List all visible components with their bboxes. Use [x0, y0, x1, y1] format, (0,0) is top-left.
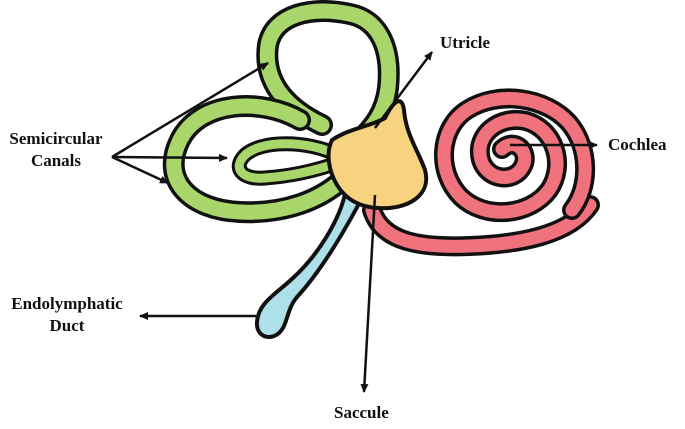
saccule-arrow: [360, 194, 377, 393]
semicircular-label-line2: Canals: [30, 151, 82, 170]
endolymphatic-duct-label: Endolymphatic Duct: [0, 293, 134, 337]
semicircular-canals-arrows: [111, 61, 269, 185]
endolymphatic-label-line2: Duct: [49, 316, 85, 335]
endolymphatic-label-line1: Endolymphatic: [11, 294, 123, 313]
utricle-arrow: [374, 51, 433, 129]
semicircular-label-line1: Semicircular: [9, 129, 103, 148]
cochlea-label: Cochlea: [608, 135, 667, 154]
utricle-label: Utricle: [440, 33, 491, 52]
utricle-saccule-body: [326, 99, 429, 211]
semicircular-canals-label: Semicircular Canals: [0, 128, 112, 172]
endolymphatic-duct: [255, 188, 364, 339]
saccule-label: Saccule: [334, 403, 389, 422]
